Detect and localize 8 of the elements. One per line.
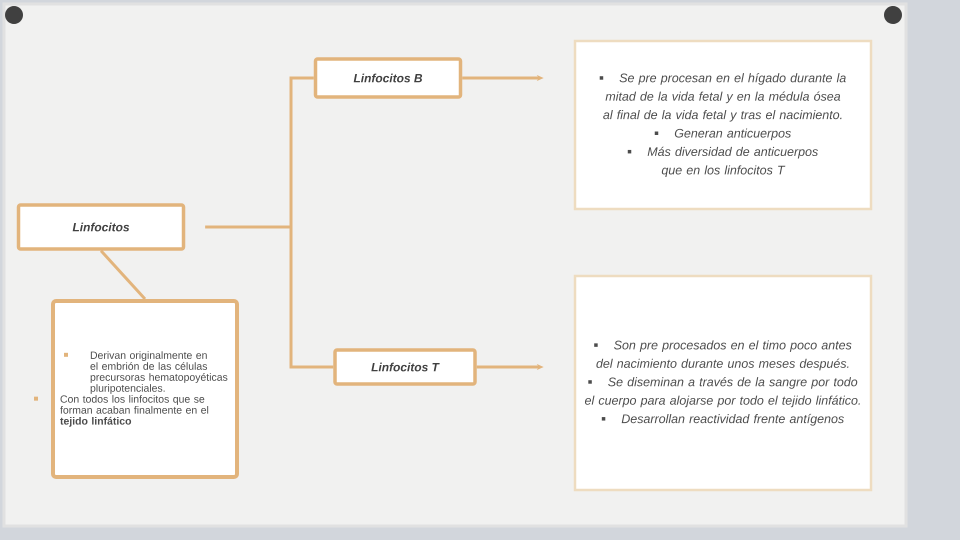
connector — [100, 250, 146, 300]
title-box: Linfocitos B — [314, 57, 462, 99]
title-box: Linfocitos — [16, 203, 186, 251]
title-box: Linfocitos T — [333, 348, 477, 386]
connector — [205, 226, 334, 368]
text-box: Derivan originalmente en el embrión de las células precursoras hematopoyéticas pluripotenciales. Con todos los linfocitos que se forman acaban finalmente en el tejido linfático — [34, 299, 239, 479]
text-box: Se pre procesan en el hígado durante la mitad de la vida fetal y en la médula ósea al final de la vida fetal y tras el nacimiento. Generan anticuerpos Más diversidad de anticuerpos que en los linfocitos T — [574, 40, 872, 210]
text-box: Son pre procesados en el timo poco antes del nacimiento durante unos meses después. Se diseminan a través de la sangre por todo el cuerpo para alojarse por todo el tejido linfático. Desarrollan reactividad frente antígenos — [574, 274, 872, 492]
